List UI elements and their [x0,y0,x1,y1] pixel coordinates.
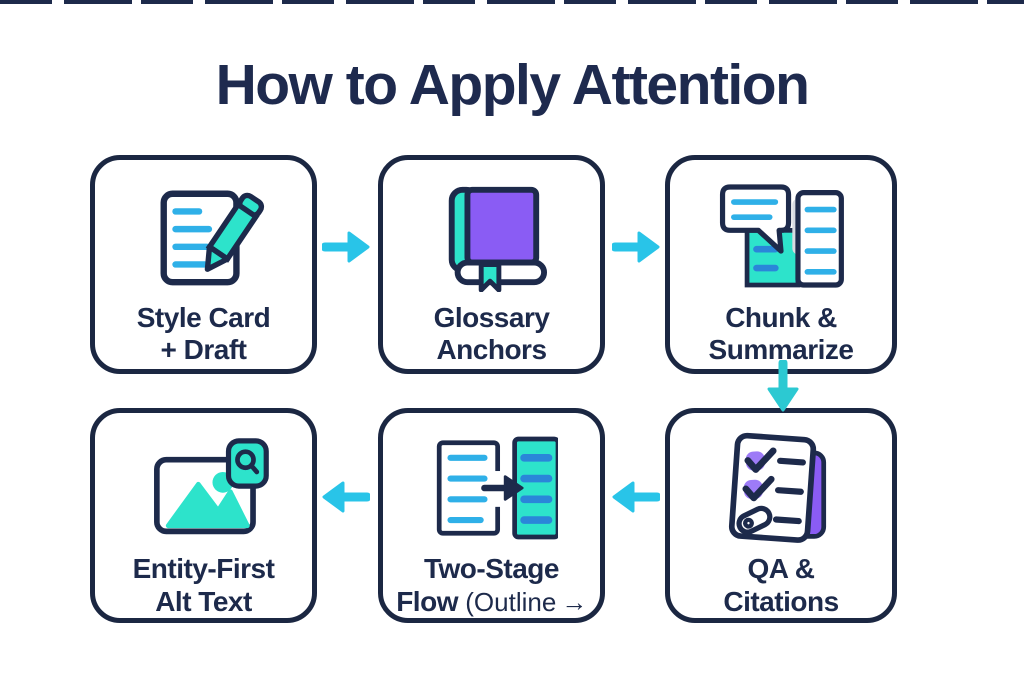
book-icon [428,170,556,302]
box-label-line1: Glossary [433,302,550,333]
flow-box-style-card-draft: Style Card + Draft [90,155,317,374]
document-pencil-icon [140,170,268,302]
arrow-left-icon [612,480,662,519]
flow-box-chunk-summarize: Chunk & Summarize [665,155,897,374]
page-title: How to Apply Attention [215,53,810,117]
flow-box-glossary-anchors: Glossary Anchors [378,155,605,374]
box-label-line1: QA & [747,553,815,585]
box-label-line2: Citations [723,585,839,617]
box-label-line1: Two-Stage [424,553,559,585]
arrow-left-icon [322,480,372,519]
image-alt-badge-icon [138,423,270,553]
box-label: Entity-First Alt Text [133,553,275,618]
box-label-line2-light: (Outline [465,586,557,617]
arrow-right-icon [610,230,660,269]
page-to-page-arrow-icon [426,423,558,553]
box-label-line2-bold: Flow [396,585,458,617]
box-label-line1: Style Card [136,302,271,333]
box-label: Chunk & Summarize [709,302,854,367]
page-speech-bubble-icon [715,170,847,302]
right-arrow-glyph: → [561,586,587,617]
checklist-paperclip-icon [719,423,843,553]
flow-box-qa-citations: QA & Citations [665,408,897,623]
top-dashed-edge [0,0,1024,4]
box-label-line2: + Draft [160,334,247,366]
box-label-line2: Alt Text [155,585,252,617]
box-label-line2: Anchors [436,334,547,366]
flow-box-entity-first-alt-text: Entity-First Alt Text [90,408,317,623]
box-label: Style Card + Draft [137,302,271,367]
box-label: Two-Stage Flow (Outline→ [396,553,587,618]
box-label-line1: Entity-First [132,553,275,585]
magnifier-icon [234,449,259,475]
arrow-right-icon [320,230,370,269]
arrow-down-icon [766,358,800,417]
box-label: QA & Citations [723,553,839,618]
flow-box-two-stage-flow: Two-Stage Flow (Outline→ [378,408,605,623]
box-label: Glossary Anchors [434,302,550,367]
box-label-line1: Chunk & [725,302,837,333]
